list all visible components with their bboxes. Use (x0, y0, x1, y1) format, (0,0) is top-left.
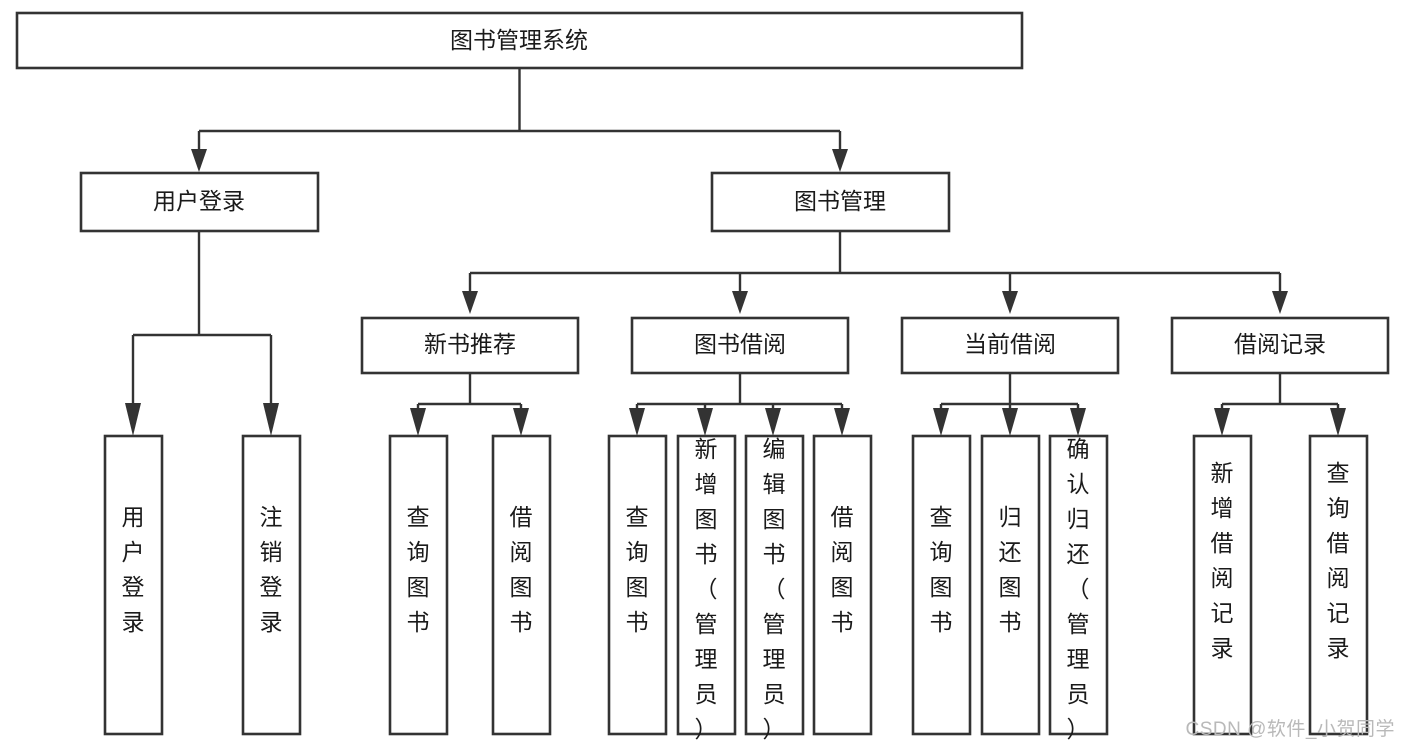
leaf-node-recommend-2[interactable]: 借阅图书 (491, 434, 552, 736)
arrow-to-user-login (191, 149, 207, 172)
leaf-node-current-2-box (980, 434, 1041, 736)
arrow-to-leaf-borrow-2 (697, 408, 713, 436)
node-book-borrow-label: 图书借阅 (694, 331, 786, 357)
leaf-node-record-1-box (1192, 434, 1253, 736)
leaf-node-borrow-2-box (676, 434, 737, 736)
leaf-node-current-1[interactable]: 查询图书 (911, 434, 972, 736)
leaf-node-borrow-1[interactable]: 查询图书 (607, 434, 668, 736)
leaf-node-recommend-1-box (388, 434, 449, 736)
leaf-node-user-login-1-label: 用户登录 (122, 504, 145, 635)
arrow-to-recommend (462, 291, 478, 314)
leaf-node-recommend-1[interactable]: 查询图书 (388, 434, 449, 736)
leaf-node-user-login-2-label: 注销登录 (260, 504, 283, 635)
node-book-management-label: 图书管理 (794, 188, 886, 214)
leaf-node-borrow-2[interactable]: 新增图书（管理员） (676, 434, 737, 742)
leaf-node-recommend-2-box (491, 434, 552, 736)
node-borrow-record[interactable]: 借阅记录 (1170, 316, 1390, 375)
node-borrow-record-box (1170, 316, 1390, 375)
leaf-node-borrow-4[interactable]: 借阅图书 (812, 434, 873, 736)
arrow-to-leaf-user-login-1 (125, 403, 141, 436)
leaf-node-recommend-1-label: 查询图书 (407, 504, 430, 635)
node-user-login-label: 用户登录 (153, 188, 245, 214)
node-new-book-recommend[interactable]: 新书推荐 (360, 316, 580, 375)
leaf-node-current-2[interactable]: 归还图书 (980, 434, 1041, 736)
node-user-login-box (79, 171, 320, 233)
arrow-to-record (1272, 291, 1288, 314)
node-book-borrow[interactable]: 图书借阅 (630, 316, 850, 375)
arrow-to-leaf-borrow-4 (834, 408, 850, 436)
leaf-node-current-3-label: 确认归还（管理员） (1067, 436, 1090, 742)
leaf-node-current-1-box (911, 434, 972, 736)
arrow-to-leaf-current-3 (1070, 408, 1086, 436)
node-book-borrow-box (630, 316, 850, 375)
leaf-node-record-1-label: 新增借阅记录 (1211, 460, 1234, 661)
arrow-to-leaf-record-1 (1214, 408, 1230, 436)
leaf-node-borrow-1-box (607, 434, 668, 736)
arrow-to-leaf-recommend-2 (513, 408, 529, 436)
leaf-node-borrow-2-label: 新增图书（管理员） (695, 436, 718, 742)
node-book-management-box (710, 171, 951, 233)
arrow-to-leaf-user-login-2 (263, 403, 279, 436)
arrow-to-leaf-current-1 (933, 408, 949, 436)
leaf-node-borrow-4-box (812, 434, 873, 736)
leaf-node-borrow-1-label: 查询图书 (626, 504, 649, 635)
leaf-node-record-2-label: 查询借阅记录 (1327, 460, 1350, 661)
csdn-watermark: CSDN @软件_小贺同学 (1185, 719, 1395, 740)
leaf-node-user-login-2-box (241, 434, 302, 736)
leaf-node-borrow-3[interactable]: 编辑图书（管理员） (744, 434, 805, 742)
leaf-node-record-2[interactable]: 查询借阅记录 (1308, 434, 1369, 736)
leaf-node-current-1-label: 查询图书 (930, 504, 953, 635)
arrow-to-current (1002, 291, 1018, 314)
node-current-borrow-label: 当前借阅 (964, 331, 1056, 357)
arrow-to-leaf-borrow-1 (629, 408, 645, 436)
node-current-borrow[interactable]: 当前借阅 (900, 316, 1120, 375)
leaf-node-user-login-2[interactable]: 注销登录 (241, 434, 302, 736)
node-user-login[interactable]: 用户登录 (79, 171, 320, 233)
arrowhead-layer (125, 149, 1346, 436)
leaf-node-user-login-1-box (103, 434, 164, 736)
leaf-node-current-3-box (1048, 434, 1109, 736)
arrow-to-borrow (732, 291, 748, 314)
leaf-node-borrow-3-box (744, 434, 805, 736)
leaf-node-record-2-box (1308, 434, 1369, 736)
leaf-node-borrow-4-label: 借阅图书 (831, 504, 854, 635)
node-borrow-record-label: 借阅记录 (1234, 331, 1326, 357)
leaf-node-record-1[interactable]: 新增借阅记录 (1192, 434, 1253, 736)
leaf-node-recommend-2-label: 借阅图书 (510, 504, 533, 635)
arrow-to-book-manage (832, 149, 848, 172)
leaf-node-current-3[interactable]: 确认归还（管理员） (1048, 434, 1109, 742)
node-new-book-recommend-label: 新书推荐 (424, 331, 516, 357)
arrow-to-leaf-borrow-3 (765, 408, 781, 436)
node-root-label: 图书管理系统 (450, 27, 588, 53)
leaf-node-current-2-label: 归还图书 (999, 504, 1022, 635)
node-book-management[interactable]: 图书管理 (710, 171, 951, 233)
node-new-book-recommend-box (360, 316, 580, 375)
arrow-to-leaf-current-2 (1002, 408, 1018, 436)
node-root-system[interactable]: 图书管理系统 (15, 11, 1024, 70)
arrow-to-leaf-recommend-1 (410, 408, 426, 436)
node-current-borrow-box (900, 316, 1120, 375)
leaf-node-borrow-3-label: 编辑图书（管理员） (763, 436, 786, 742)
node-root-box (15, 11, 1024, 70)
leaf-node-user-login-1[interactable]: 用户登录 (103, 434, 164, 736)
arrow-to-leaf-record-2 (1330, 408, 1346, 436)
